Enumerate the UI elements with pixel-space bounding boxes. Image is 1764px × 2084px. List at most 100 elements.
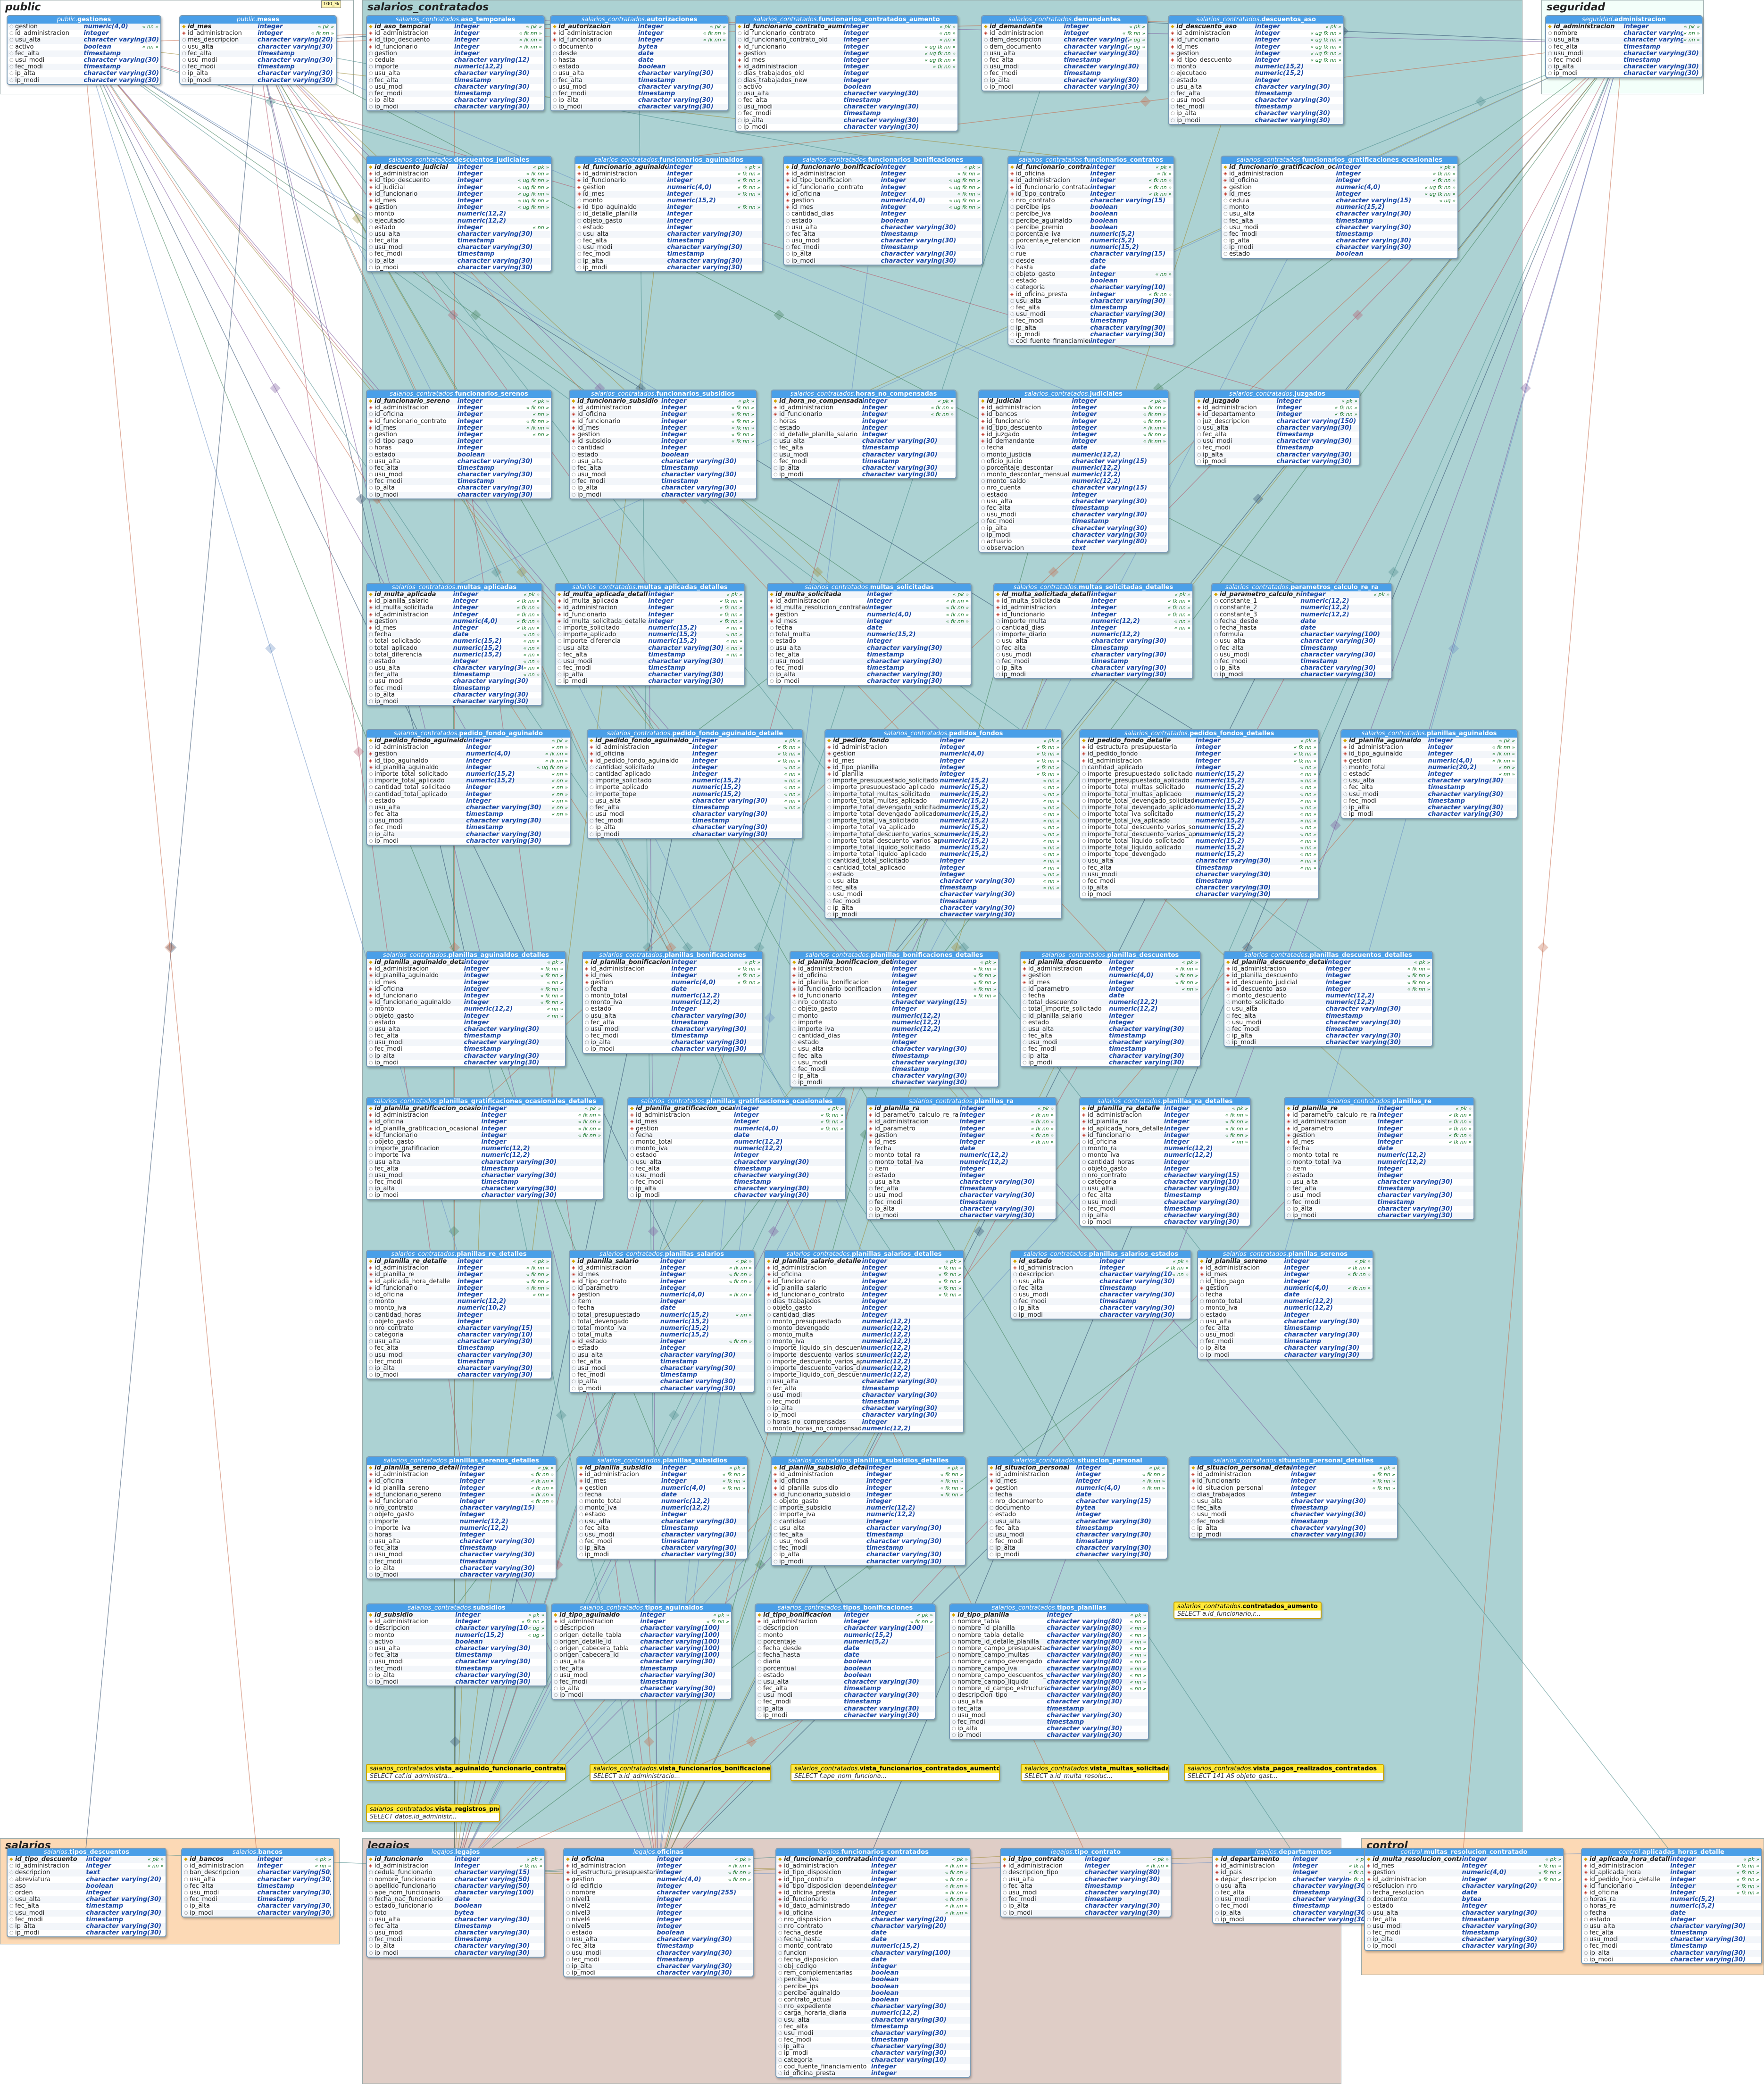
table-header[interactable]: salarios_contratados.planillas_descuento… [1224,952,1432,959]
table-header[interactable]: salarios_contratados.tipos_aguinaldos [552,1604,731,1612]
table-header[interactable]: salarios_contratados.subsidios [367,1604,546,1612]
table-header[interactable]: salarios_contratados.planillas_aguinaldo… [367,952,565,959]
table-parametros-calculo-re-ra[interactable]: salarios_contratados.parametros_calculo_… [1211,583,1392,680]
table-multas-resolucion-contratado[interactable]: control.multas_resolucion_contratado◆id_… [1364,1848,1564,1951]
table-situacion-personal[interactable]: salarios_contratados.situacion_personal◆… [987,1456,1168,1560]
table-tipos-bonificaciones[interactable]: salarios_contratados.tipos_bonificacione… [755,1603,936,1720]
table-descuentos-aso[interactable]: salarios_contratados.descuentos_aso◆id_d… [1168,15,1344,125]
table-header[interactable]: salarios_contratados.planillas_ra [867,1098,1056,1105]
table-header[interactable]: salarios_contratados.planillas_re_detall… [367,1251,551,1258]
table-header[interactable]: salarios_contratados.planillas_serenos [1198,1251,1373,1258]
table-planillas-re[interactable]: salarios_contratados.planillas_re◆id_pla… [1284,1097,1474,1221]
table-juzgados[interactable]: salarios_contratados.juzgados◆id_juzgado… [1194,390,1360,466]
table-descuentos-judiciales[interactable]: salarios_contratados.descuentos_judicial… [366,156,552,272]
table-header[interactable]: salarios_contratados.aso_temporales [367,16,544,24]
table-multas-aplicadas[interactable]: salarios_contratados.multas_aplicadas◆id… [366,583,542,706]
table-header[interactable]: legajos.departamentos [1213,1849,1373,1856]
table-planillas-subsidios[interactable]: salarios_contratados.planillas_subsidios… [576,1456,748,1560]
table-pedido-fondo-aguinaldo-detalle[interactable]: salarios_contratados.pedido_fondo_aguina… [587,729,803,839]
table-header[interactable]: salarios_contratados.planillas_salarios_… [765,1251,963,1258]
table-pedido-fondo-aguinaldo[interactable]: salarios_contratados.pedido_fondo_aguina… [366,729,571,846]
table-pedidos-fondos-detalles[interactable]: salarios_contratados.pedidos_fondos_deta… [1079,729,1319,899]
table-header[interactable]: salarios_contratados.planillas_subsidios [577,1457,747,1465]
table-header[interactable]: salarios_contratados.funcionarios_sereno… [367,390,551,398]
table-header[interactable]: salarios_contratados.pedido_fondo_aguina… [588,730,802,738]
table-funcionarios-gratificaciones-ocasionales[interactable]: salarios_contratados.funcionarios_gratif… [1221,156,1458,259]
table-administracion[interactable]: seguridad.administracion◆id_administraci… [1545,15,1703,78]
table-header[interactable]: salarios_contratados.funcionarios_contra… [1008,157,1173,164]
table-header[interactable]: salarios_contratados.autorizaciones [551,16,728,24]
table-demandantes[interactable]: salarios_contratados.demandantes◆id_dema… [981,15,1148,91]
table-header[interactable]: legajos.oficinas [564,1849,753,1856]
table-header[interactable]: salarios_contratados.pedido_fondo_aguina… [367,730,570,738]
table-header[interactable]: salarios_contratados.multas_solicitadas [768,584,971,591]
table-horas-no-compensadas[interactable]: salarios_contratados.horas_no_compensada… [771,390,957,480]
table-tipos-descuentos[interactable]: salarios.tipos_descuentos◆id_tipo_descue… [7,1848,166,1938]
table-header[interactable]: salarios_contratados.parametros_calculo_… [1212,584,1391,591]
table-header[interactable]: salarios_contratados.funcionarios_aguina… [575,157,762,164]
table-header[interactable]: salarios.tipos_descuentos [8,1849,166,1856]
table-planillas-salarios[interactable]: salarios_contratados.planillas_salarios◆… [569,1250,755,1393]
table-header[interactable]: salarios_contratados.planillas_serenos_d… [367,1457,556,1465]
table-header[interactable]: seguridad.administracion [1546,16,1702,24]
table-judiciales[interactable]: salarios_contratados.judiciales◆id_judic… [978,390,1169,553]
table-header[interactable]: public.meses [180,16,336,24]
table-planillas-ra[interactable]: salarios_contratados.planillas_ra◆id_pla… [866,1097,1057,1221]
table-planillas-serenos[interactable]: salarios_contratados.planillas_serenos◆i… [1197,1250,1373,1360]
table-planillas-gratificaciones-ocasionales[interactable]: salarios_contratados.planillas_gratifica… [627,1097,846,1200]
table-header[interactable]: salarios_contratados.multas_aplicadas [367,584,541,591]
table-planillas-bonificaciones[interactable]: salarios_contratados.planillas_bonificac… [582,951,763,1054]
table-header[interactable]: salarios_contratados.planillas_subsidios… [772,1457,965,1465]
table-header[interactable]: salarios_contratados.funcionarios_gratif… [1222,157,1457,164]
table-situacion-personal-detalles[interactable]: salarios_contratados.situacion_personal_… [1189,1456,1398,1540]
table-planillas-salarios-detalles[interactable]: salarios_contratados.planillas_salarios_… [764,1250,964,1433]
table-funcionarios-serenos[interactable]: salarios_contratados.funcionarios_sereno… [366,390,552,499]
table-planillas-bonificaciones-detalles[interactable]: salarios_contratados.planillas_bonificac… [790,951,999,1088]
table-header[interactable]: salarios_contratados.judiciales [979,390,1168,398]
table-planillas-subsidios-detalles[interactable]: salarios_contratados.planillas_subsidios… [771,1456,966,1566]
table-header[interactable]: salarios.bancos [182,1849,333,1856]
table-header[interactable]: salarios_contratados.funcionarios_contra… [736,16,957,24]
table-header[interactable]: salarios_contratados.tipos_bonificacione… [756,1604,935,1612]
table-header[interactable]: salarios_contratados.juzgados [1195,390,1359,398]
table-aso-temporales[interactable]: salarios_contratados.aso_temporales◆id_a… [366,15,545,112]
table-header[interactable]: control.multas_resolucion_contratado [1365,1849,1563,1856]
table-autorizaciones[interactable]: salarios_contratados.autorizaciones◆id_a… [550,15,729,112]
table-header[interactable]: salarios_contratados.funcionarios_subsid… [570,390,756,398]
table-header[interactable]: salarios_contratados.planillas_aguinaldo… [1341,730,1517,738]
table-header[interactable]: salarios_contratados.planillas_ra_detall… [1080,1098,1250,1105]
table-planillas-re-detalles[interactable]: salarios_contratados.planillas_re_detall… [366,1250,552,1380]
table-planillas-descuentos[interactable]: salarios_contratados.planillas_descuento… [1020,951,1201,1067]
table-header[interactable]: salarios_contratados.funcionarios_bonifi… [784,157,982,164]
table-header[interactable]: salarios_contratados.planillas_bonificac… [583,952,762,959]
table-header[interactable]: salarios_contratados.planillas_re [1285,1098,1473,1105]
table-header[interactable]: salarios_contratados.multas_solicitadas_… [994,584,1192,591]
table-tipos-planillas[interactable]: salarios_contratados.tipos_planillas◆id_… [949,1603,1149,1740]
table-funcionarios-contratos[interactable]: salarios_contratados.funcionarios_contra… [1007,156,1174,346]
table-planillas-aguinaldos[interactable]: salarios_contratados.planillas_aguinaldo… [1340,729,1518,819]
table-planillas-serenos-detalles[interactable]: salarios_contratados.planillas_serenos_d… [366,1456,557,1580]
table-header[interactable]: salarios_contratados.descuentos_aso [1169,16,1343,24]
table-funcionarios-contratados-aumento[interactable]: salarios_contratados.funcionarios_contra… [735,15,958,132]
table-header[interactable]: salarios_contratados.situacion_personal_… [1190,1457,1397,1465]
table-multas-solicitadas[interactable]: salarios_contratados.multas_solicitadas◆… [767,583,972,686]
table-multas-solicitadas-detalles[interactable]: salarios_contratados.multas_solicitadas_… [993,583,1193,680]
table-tipos-aguinaldos[interactable]: salarios_contratados.tipos_aguinaldos◆id… [551,1603,732,1700]
table-header[interactable]: salarios_contratados.horas_no_compensada… [772,390,956,398]
table-funcionarios-contratados[interactable]: legajos.funcionarios_contratados◆id_func… [775,1848,971,2078]
table-pedidos-fondos[interactable]: salarios_contratados.pedidos_fondos◆id_p… [824,729,1062,920]
table-header[interactable]: salarios_contratados.demandantes [982,16,1147,24]
table-header[interactable]: legajos.legajos [367,1849,544,1856]
table-header[interactable]: salarios_contratados.pedidos_fondos_deta… [1080,730,1318,738]
table-multas-aplicadas-detalles[interactable]: salarios_contratados.multas_aplicadas_de… [555,583,745,686]
table-header[interactable]: salarios_contratados.planillas_bonificac… [790,952,998,959]
table-header[interactable]: salarios_contratados.planillas_gratifica… [367,1098,603,1105]
table-header[interactable]: salarios_contratados.planillas_salarios_… [1011,1251,1190,1258]
table-planillas-salarios-estados[interactable]: salarios_contratados.planillas_salarios_… [1010,1250,1191,1320]
table-header[interactable]: salarios_contratados.descuentos_judicial… [367,157,551,164]
